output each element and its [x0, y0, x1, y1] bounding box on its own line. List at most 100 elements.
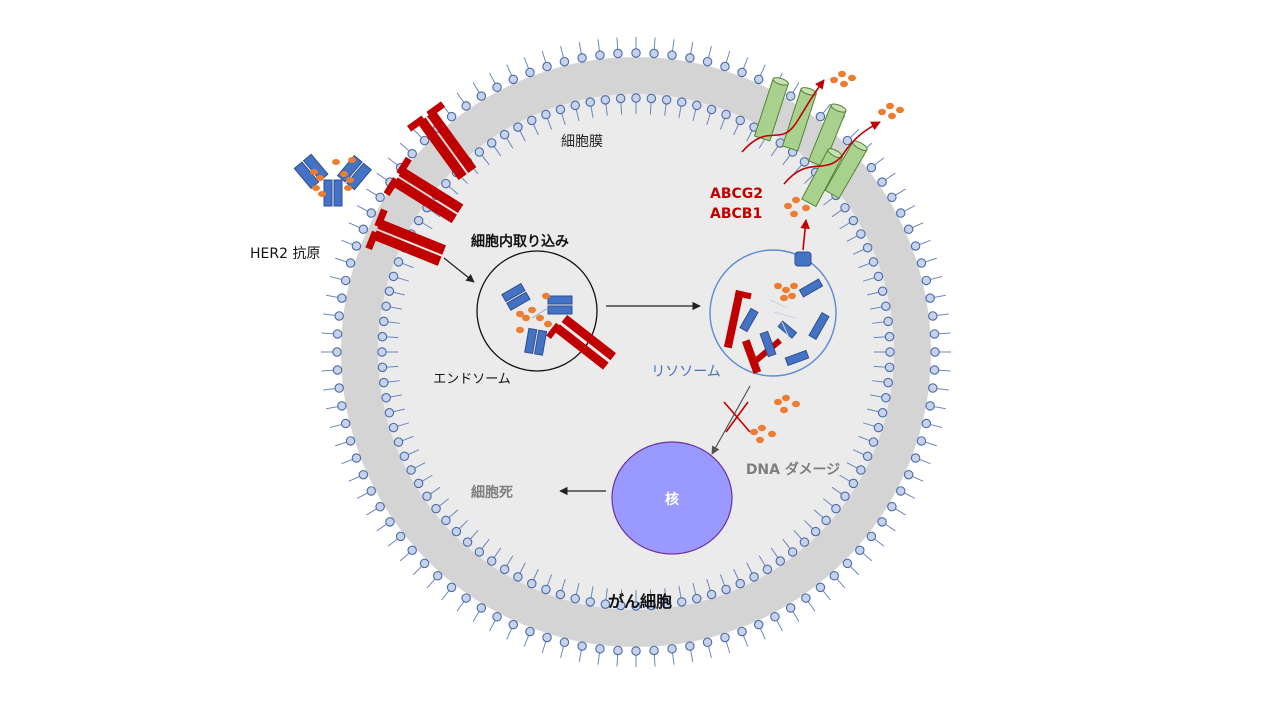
phospholipid-head	[393, 437, 404, 447]
phospholipid-head	[474, 147, 485, 157]
phospholipid-head	[856, 465, 866, 475]
phospholipid-head	[379, 377, 389, 388]
phospholipid-head	[661, 95, 672, 105]
phospholipid-head	[615, 600, 626, 611]
phospholipid-head	[873, 422, 884, 433]
phospholipid-head	[366, 208, 376, 218]
phospholipid-head	[513, 572, 523, 582]
phospholipid-head	[375, 501, 385, 512]
phospholipid-head	[393, 257, 404, 267]
phospholipid-head	[903, 469, 914, 480]
phospholipid-head	[595, 644, 605, 654]
phospholipid-head	[407, 545, 417, 556]
phospholipid-head	[541, 584, 551, 595]
phospholipid-head	[667, 644, 677, 654]
phospholipid-head	[542, 632, 552, 643]
phospholipid-head	[877, 177, 887, 187]
phospholipid-head	[337, 401, 347, 411]
phospholipid-head	[377, 331, 388, 342]
payload-cluster	[750, 424, 776, 444]
phospholipid-head	[762, 564, 773, 575]
phospholipid-head	[492, 612, 502, 622]
phospholipid-head	[702, 56, 713, 67]
phospholipid-head	[585, 97, 595, 107]
phospholipid-head	[541, 109, 551, 120]
phospholipid-head	[595, 50, 605, 60]
phospholipid-head	[928, 383, 938, 393]
cytoplasm	[378, 94, 894, 610]
phospholipid-head	[600, 599, 611, 609]
phospholipid-head	[929, 329, 940, 339]
phospholipid-head	[486, 556, 497, 566]
payload-cluster	[784, 196, 810, 218]
label-lysosome: リソソーム	[651, 364, 721, 380]
phospholipid-head	[446, 111, 457, 122]
phospholipid-head	[799, 157, 810, 167]
phospholipid-head	[810, 526, 821, 537]
label-internalization: 細胞内取り込み	[471, 233, 569, 250]
phospholipid-head	[486, 138, 497, 148]
phospholipid-head	[840, 202, 850, 213]
phospholipid-head	[840, 491, 850, 502]
phospholipid-head	[570, 593, 580, 604]
phospholipid-head	[685, 53, 695, 63]
phospholipid-head	[631, 601, 641, 611]
phospholipid-head	[753, 74, 764, 85]
phospholipid-head	[821, 515, 831, 526]
her2-receptor	[383, 156, 464, 224]
phospholipid-head	[555, 589, 566, 600]
phospholipid-head	[896, 486, 906, 496]
phospholipid-head	[499, 564, 510, 575]
phospholipid-head	[345, 436, 356, 446]
phospholipid-head	[925, 401, 935, 411]
nucleus	[611, 441, 733, 555]
arrow-lysosome-to-nucleus	[711, 385, 751, 455]
phospholipid-head	[884, 362, 895, 373]
label-her2: HER2 抗原	[250, 246, 320, 262]
phospholipid-head	[385, 517, 395, 527]
phospholipid-head	[358, 224, 369, 235]
phospholipid-head	[735, 115, 745, 126]
phospholipid-head	[706, 589, 717, 600]
phospholipid-head	[877, 517, 887, 527]
phospholipid-head	[337, 293, 347, 303]
phospholipid-head	[413, 215, 424, 226]
phospholipid-head	[801, 593, 811, 603]
her2-receptor	[407, 101, 477, 181]
lysosome-efflux-arrow	[800, 219, 810, 251]
phospholipid-head	[499, 129, 510, 140]
phospholipid-head	[525, 626, 535, 637]
label-membrane: 細胞膜	[561, 134, 603, 150]
phospholipid-head	[388, 271, 399, 282]
phospholipid-head	[600, 95, 611, 105]
phospholipid-head	[749, 572, 759, 582]
phospholipid-head	[358, 469, 369, 480]
phospholipid-head	[829, 571, 840, 581]
phospholipid-head	[384, 286, 395, 296]
phospholipid-head	[910, 241, 921, 251]
her2-receptor	[365, 208, 446, 266]
phospholipid-head	[379, 316, 389, 327]
phospholipid-head	[406, 465, 416, 475]
phospholipid-head	[883, 316, 893, 327]
label-abcg2: ABCG2	[710, 186, 763, 202]
efflux-arrow	[783, 121, 881, 185]
phospholipid-head	[476, 603, 487, 613]
arrow-to-endosome	[443, 257, 475, 283]
phospholipid-head	[831, 503, 841, 514]
phospholipid-head	[441, 178, 451, 189]
phospholipid-head	[613, 645, 623, 656]
phospholipid-head	[787, 547, 798, 557]
phospholipid-head	[559, 637, 570, 648]
phospholipid-head	[753, 619, 764, 630]
phospholipid-head	[885, 347, 895, 357]
phospholipid-head	[721, 109, 731, 120]
phospholipid-head	[842, 135, 853, 146]
phospholipid-head	[862, 243, 873, 253]
phospholipid-head	[508, 74, 519, 85]
phospholipid-head	[925, 293, 935, 303]
phospholipid-head	[887, 192, 897, 203]
phospholipid-head	[720, 632, 730, 643]
phospholipid-head	[334, 311, 344, 321]
phospholipid-head	[508, 619, 519, 630]
